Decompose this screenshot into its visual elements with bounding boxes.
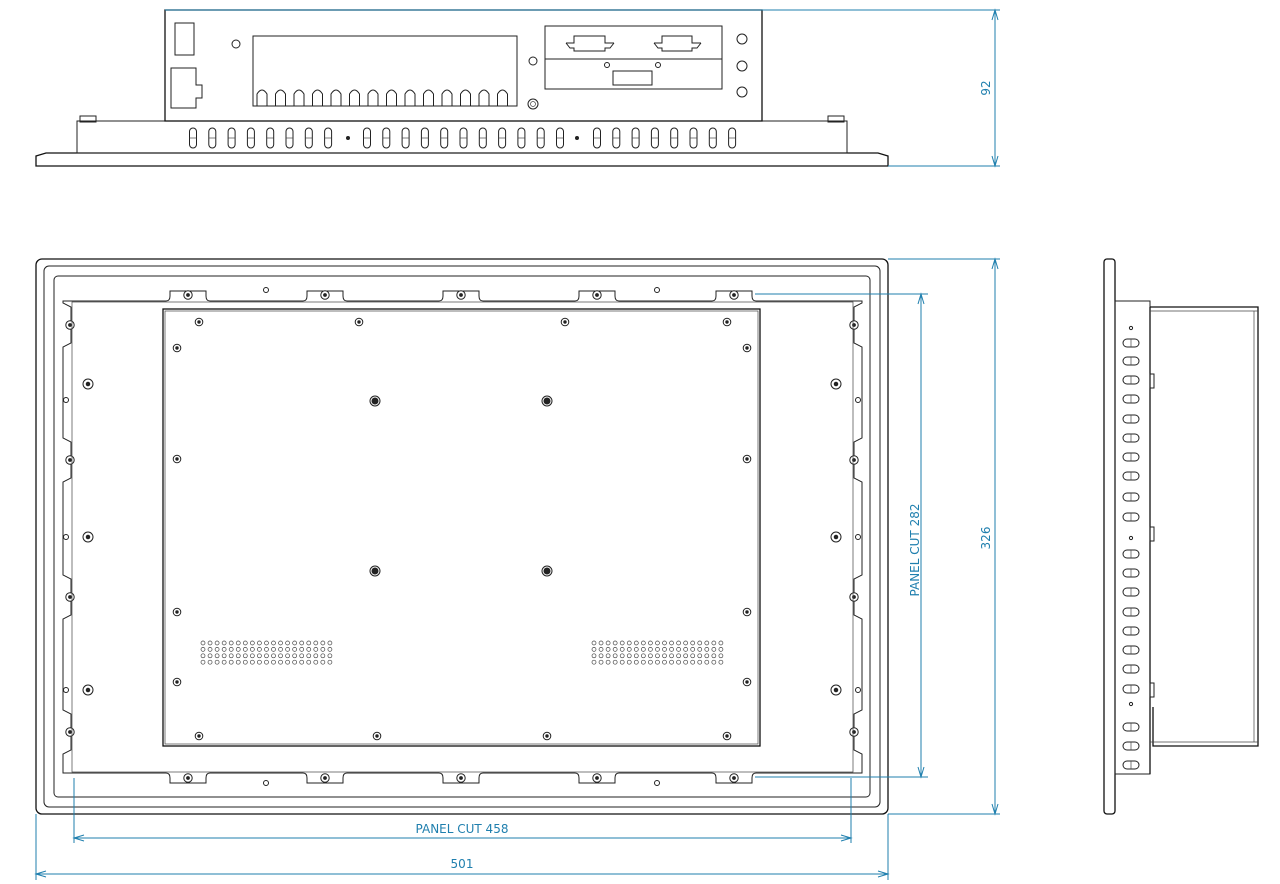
- mounting-hole: [263, 780, 269, 786]
- rear-view: [35, 258, 889, 815]
- overall-width-dimension: 501: [34, 814, 890, 880]
- heatsink-fin: [275, 89, 286, 106]
- height-92-label: 92: [979, 80, 993, 95]
- heatsink-fin: [367, 89, 379, 106]
- heatsink-fin: [404, 89, 416, 106]
- heatsink-fins: [256, 89, 508, 106]
- heatsink-fin: [256, 89, 268, 106]
- heatsink-fin: [386, 89, 397, 106]
- panel-cut-282-label: PANEL CUT 282: [908, 504, 922, 597]
- vent-grid: [200, 640, 724, 665]
- heatsink-fin: [293, 89, 305, 106]
- side-vent-slots: [1122, 338, 1140, 770]
- mounting-hole: [63, 687, 69, 693]
- heatsink-fin: [460, 89, 471, 106]
- side-view: [1103, 258, 1259, 815]
- height-326-label: 326: [979, 527, 993, 550]
- mounting-hole: [855, 687, 861, 693]
- heatsink-fin: [330, 89, 342, 106]
- heatsink-fin: [478, 89, 490, 106]
- heatsink-fin: [441, 89, 453, 106]
- mounting-hole: [654, 287, 660, 293]
- mounting-hole: [855, 534, 861, 540]
- mounting-hole: [654, 780, 660, 786]
- overall-height-dimension: 326: [888, 257, 1000, 816]
- panel-cut-458-label: PANEL CUT 458: [416, 822, 509, 836]
- mounting-hole: [63, 397, 69, 403]
- mounting-hole: [63, 534, 69, 540]
- vent-slots: [189, 127, 737, 149]
- width-501-label: 501: [451, 857, 474, 871]
- heatsink-fin: [423, 89, 434, 106]
- mounting-holes: [63, 287, 861, 786]
- heatsink-fin: [349, 89, 360, 106]
- heatsink-fin: [312, 89, 323, 106]
- panel-cut-height-dimension: PANEL CUT 282: [755, 292, 928, 779]
- panel-cut-width-dimension: PANEL CUT 458: [72, 778, 853, 843]
- mounting-hole: [855, 397, 861, 403]
- heatsink-fin: [497, 89, 508, 106]
- mounting-hole: [263, 287, 269, 293]
- top-view: 92: [35, 8, 1000, 168]
